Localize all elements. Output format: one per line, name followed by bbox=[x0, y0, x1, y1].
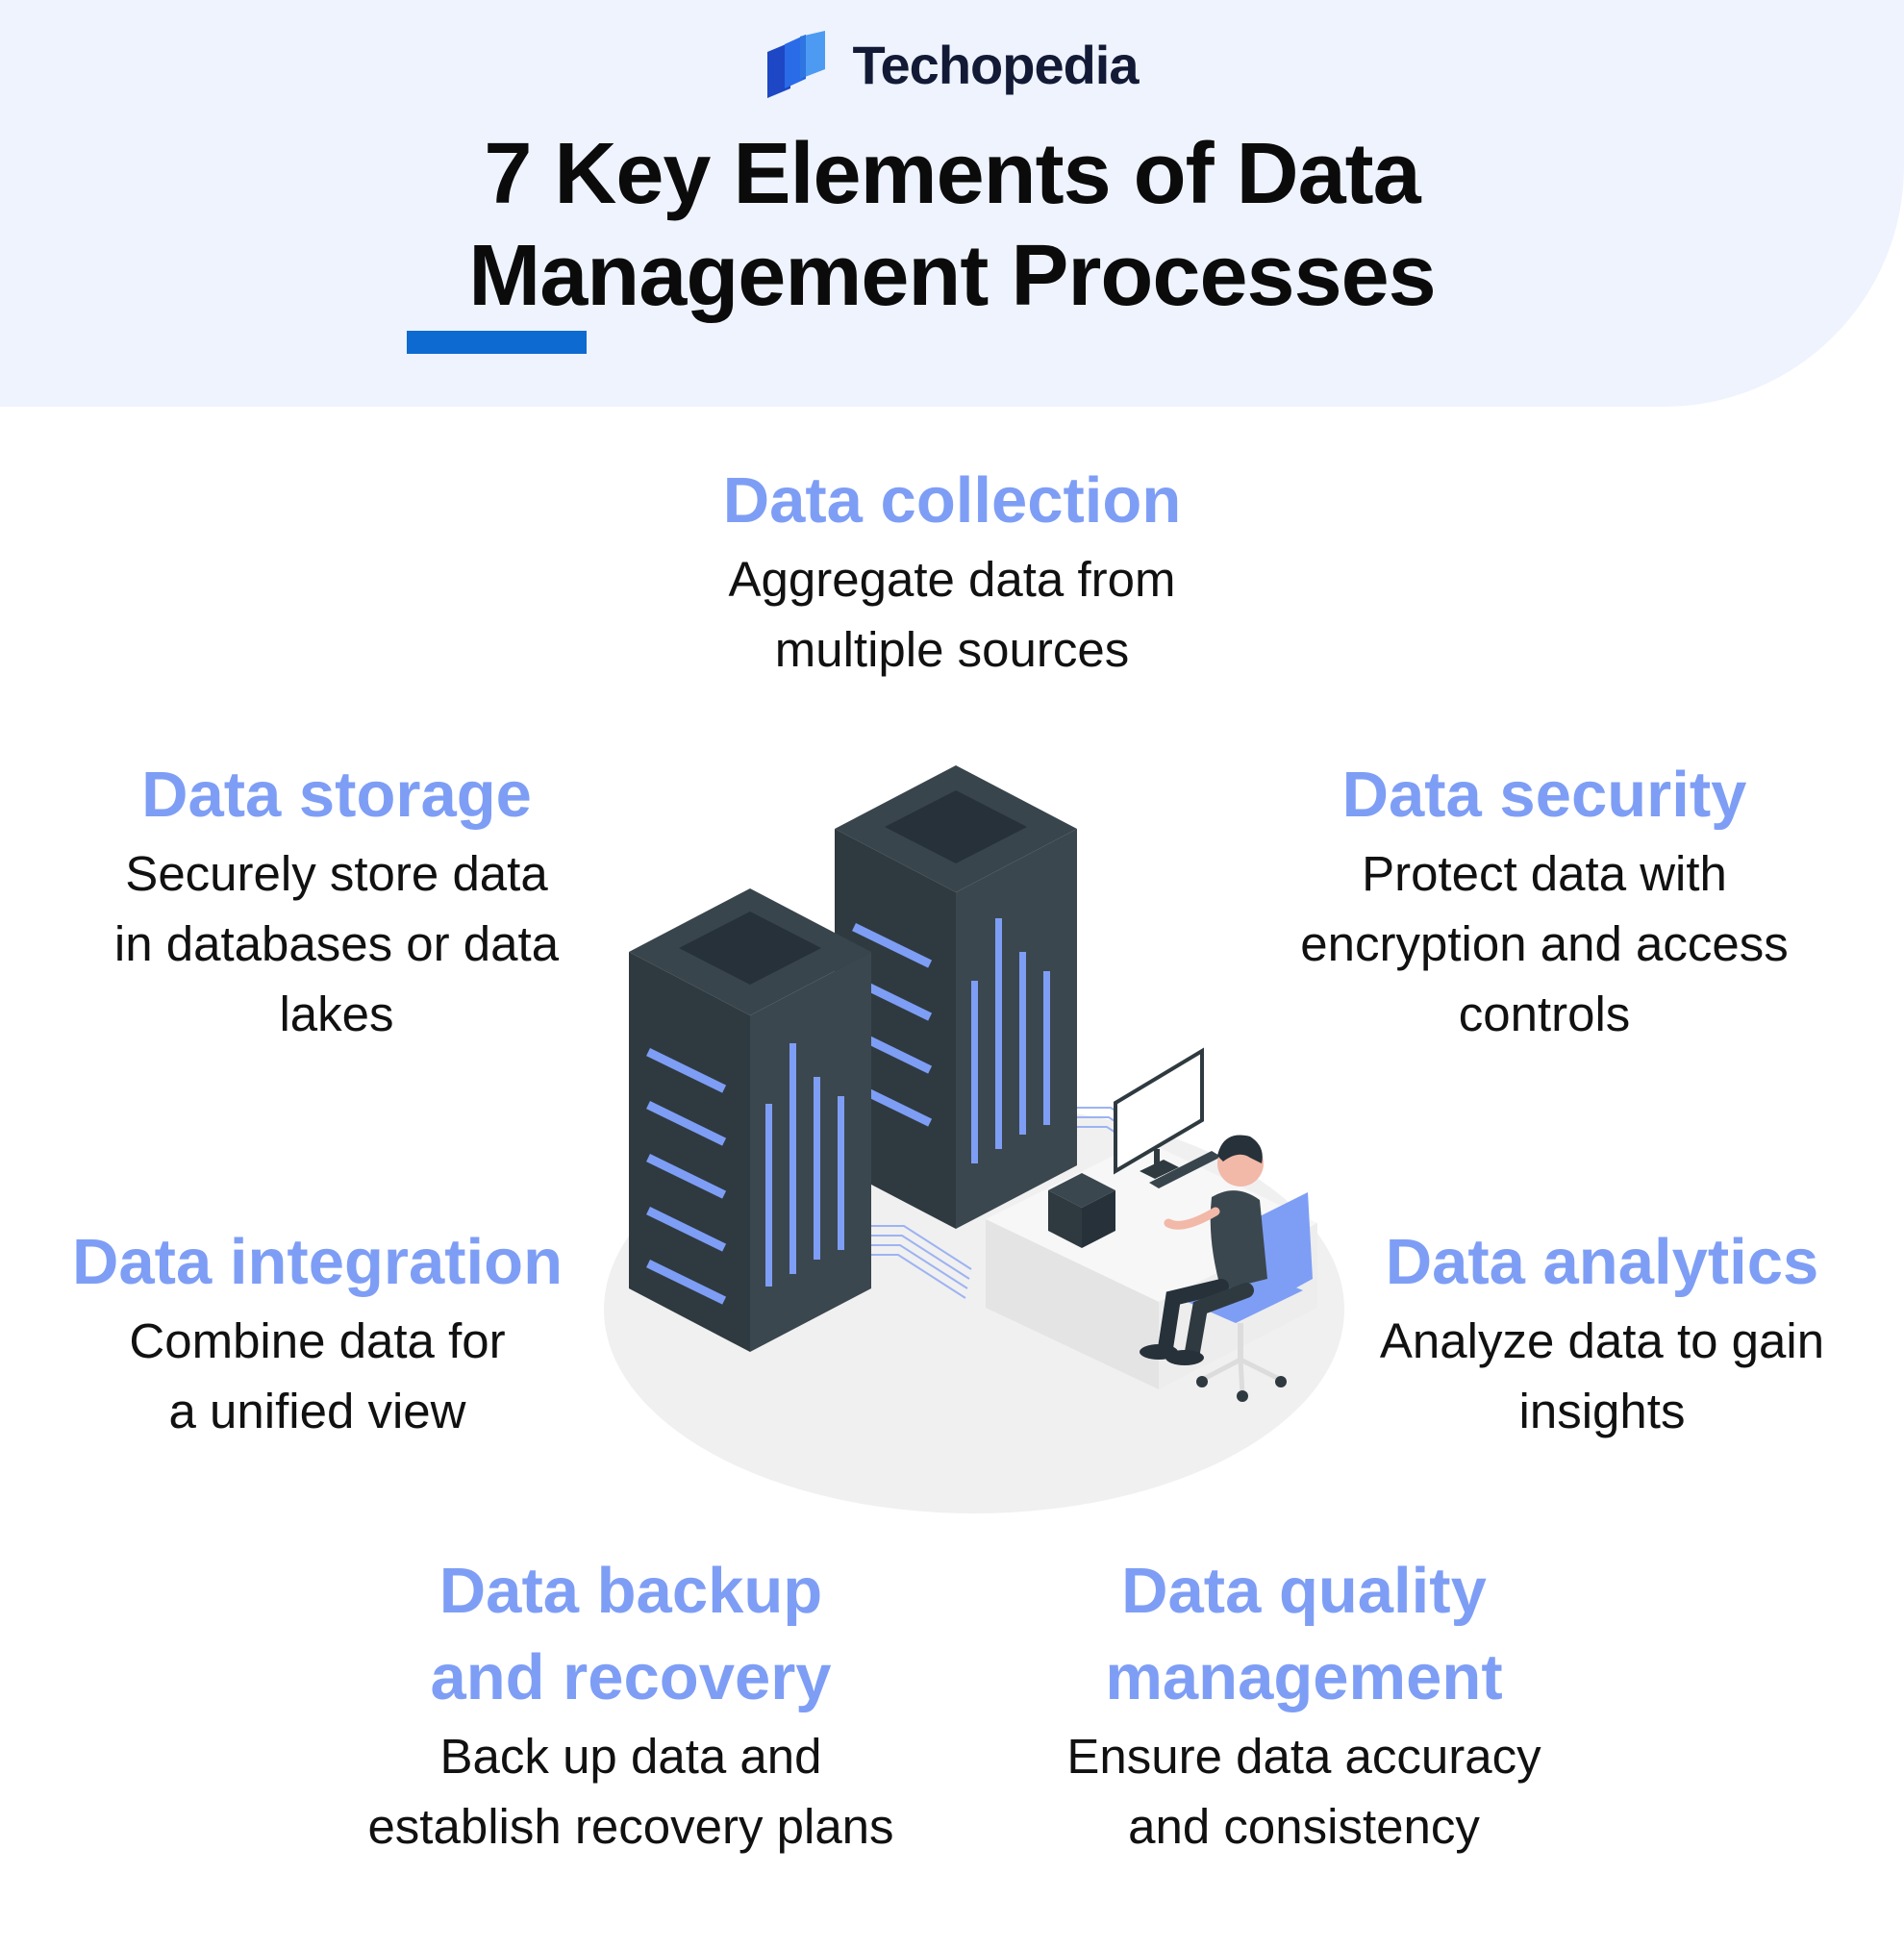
element-desc-line: lakes bbox=[279, 987, 394, 1041]
page-title: 7 Key Elements of Data Management Proces… bbox=[279, 123, 1625, 327]
brand-name: Techopedia bbox=[852, 34, 1139, 95]
element-data-quality: Data quality management Ensure data accu… bbox=[996, 1548, 1612, 1862]
server-rack-icon bbox=[835, 765, 1077, 1229]
techopedia-logo-icon bbox=[767, 31, 826, 98]
person-icon bbox=[1140, 1135, 1267, 1365]
element-desc-line: encryption and access bbox=[1300, 916, 1789, 971]
element-desc-line: Analyze data to gain bbox=[1379, 1313, 1825, 1368]
title-line-1: 7 Key Elements of Data bbox=[484, 126, 1420, 222]
element-desc-line: Combine data for bbox=[129, 1313, 506, 1368]
element-title: Data storage bbox=[141, 759, 532, 831]
title-underline bbox=[407, 331, 587, 354]
element-data-analytics: Data analytics Analyze data to gain insi… bbox=[1333, 1219, 1871, 1446]
keyboard-icon bbox=[1149, 1151, 1221, 1188]
header-background bbox=[0, 0, 1904, 407]
element-data-backup: Data backup and recovery Back up data an… bbox=[323, 1548, 939, 1862]
element-desc-line: Protect data with bbox=[1362, 846, 1727, 901]
title-line-2: Management Processes bbox=[468, 228, 1436, 324]
element-data-security: Data security Protect data with encrypti… bbox=[1246, 752, 1842, 1049]
element-title: Data collection bbox=[722, 464, 1182, 537]
element-desc-line: Ensure data accuracy bbox=[1066, 1729, 1541, 1784]
element-desc-line: and consistency bbox=[1128, 1799, 1480, 1854]
element-title: Data quality bbox=[1121, 1555, 1487, 1627]
element-desc-line: insights bbox=[1518, 1384, 1686, 1438]
element-title: and recovery bbox=[430, 1641, 832, 1713]
element-title: Data integration bbox=[72, 1226, 563, 1298]
element-desc-line: Aggregate data from bbox=[728, 552, 1176, 607]
element-data-storage: Data storage Securely store data in data… bbox=[58, 752, 615, 1049]
element-data-collection: Data collection Aggregate data from mult… bbox=[664, 458, 1240, 685]
element-desc-line: Securely store data bbox=[125, 846, 548, 901]
element-data-integration: Data integration Combine data for a unif… bbox=[38, 1219, 596, 1446]
brand: Techopedia bbox=[0, 31, 1904, 98]
element-title: Data backup bbox=[438, 1555, 823, 1627]
element-desc-line: in databases or data bbox=[113, 916, 560, 971]
element-desc-line: controls bbox=[1458, 987, 1631, 1041]
illustration bbox=[604, 765, 1344, 1513]
monitor-icon bbox=[1114, 1047, 1204, 1179]
server-rack-icon bbox=[629, 888, 871, 1352]
element-desc-line: multiple sources bbox=[774, 622, 1130, 677]
element-desc-line: a unified view bbox=[168, 1384, 466, 1438]
element-desc-line: Back up data and bbox=[439, 1729, 822, 1784]
element-title: Data analytics bbox=[1385, 1226, 1819, 1298]
desktop-device-icon bbox=[1048, 1173, 1115, 1248]
element-desc-line: establish recovery plans bbox=[367, 1799, 894, 1854]
element-title: Data security bbox=[1341, 759, 1747, 831]
element-title: management bbox=[1105, 1641, 1503, 1713]
